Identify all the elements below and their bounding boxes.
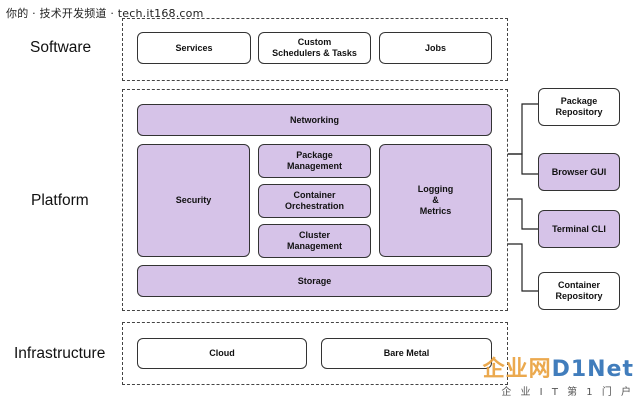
- watermark-logo-sub: 企 业 I T 第 1 门 户: [501, 387, 634, 398]
- watermark-logo-cn: 企业网: [482, 357, 552, 382]
- terminal-cli-box: Terminal CLI: [538, 210, 620, 248]
- services-box: Services: [137, 32, 251, 64]
- platform-layer-frame: [122, 89, 508, 311]
- package-repository-box: Package Repository: [538, 88, 620, 126]
- layer-label-software: Software: [30, 39, 92, 56]
- container-orchestration-box: Container Orchestration: [258, 184, 371, 218]
- custom-schedulers-box: Custom Schedulers & Tasks: [258, 32, 371, 64]
- container-repository-box: Container Repository: [538, 272, 620, 310]
- cluster-management-box: Cluster Management: [258, 224, 371, 258]
- logging-metrics-box: Logging & Metrics: [379, 144, 492, 257]
- infrastructure-layer-frame: [122, 322, 508, 385]
- watermark-logo-mark: 企业网D1Net: [483, 351, 634, 383]
- watermark-logo: 企业网D1Net 企 业 I T 第 1 门 户: [483, 351, 634, 398]
- bare-metal-box: Bare Metal: [321, 338, 492, 369]
- layer-label-infrastructure: Infrastructure: [14, 345, 106, 362]
- connector-browser-gui: [508, 153, 538, 175]
- cloud-box: Cloud: [137, 338, 307, 369]
- watermark-top-text: 你的 · 技术开发频道 · tech.it168.com: [6, 7, 204, 20]
- jobs-box: Jobs: [379, 32, 492, 64]
- connector-terminal-cli: [508, 198, 538, 230]
- connector-container-repository: [508, 243, 538, 292]
- storage-box: Storage: [137, 265, 492, 297]
- watermark-logo-en: D1Net: [551, 357, 634, 382]
- package-management-box: Package Management: [258, 144, 371, 178]
- security-box: Security: [137, 144, 250, 257]
- connector-package-repository: [508, 103, 538, 155]
- software-layer-frame: [122, 18, 508, 81]
- browser-gui-box: Browser GUI: [538, 153, 620, 191]
- networking-box: Networking: [137, 104, 492, 136]
- layer-label-platform: Platform: [31, 192, 89, 209]
